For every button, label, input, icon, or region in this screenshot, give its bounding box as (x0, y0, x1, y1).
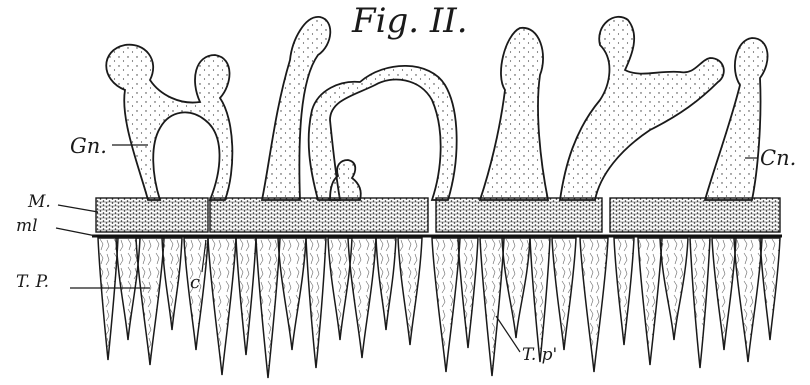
muscle-layers (96, 198, 780, 232)
tapering-process (614, 238, 634, 345)
tapering-processes (98, 238, 780, 378)
leader-ml (56, 228, 96, 236)
tapering-process (432, 238, 460, 372)
tapering-process (278, 238, 306, 350)
tapering-process (376, 238, 396, 330)
muscle-block-2 (210, 198, 428, 232)
label-c: c (190, 274, 200, 292)
tapering-process (306, 238, 326, 368)
tapering-process (256, 238, 280, 378)
muscle-block-3 (436, 198, 602, 232)
label-ml: ml (16, 218, 38, 235)
tapering-process (638, 238, 662, 365)
label-m: M. (28, 194, 51, 211)
tapering-process (660, 238, 688, 340)
tapering-process (348, 238, 376, 358)
tapering-process (458, 238, 478, 348)
column-process-2 (480, 28, 548, 200)
tapering-process (208, 238, 236, 375)
leader-m (58, 205, 98, 212)
gland-arch-center (309, 66, 457, 200)
tapering-process (480, 238, 504, 376)
tapering-process (690, 238, 710, 368)
upper-processes (106, 17, 767, 200)
tapering-process (734, 238, 762, 362)
tapering-process (580, 238, 608, 372)
tapering-process (98, 238, 118, 360)
muscle-block-1 (96, 198, 208, 232)
tapering-process (712, 238, 736, 350)
label-tp-prime: T. p' (522, 347, 557, 364)
tapering-process (552, 238, 576, 350)
branched-process (560, 17, 724, 200)
tapering-process (530, 238, 550, 362)
label-tp: T. P. (16, 274, 49, 291)
label-gn: Gn. (70, 136, 107, 157)
tapering-process (136, 238, 164, 365)
figure-title: Fig. II. (352, 4, 468, 38)
tapering-process (236, 238, 256, 355)
label-cn: Cn. (760, 148, 796, 169)
tapering-process (398, 238, 422, 345)
muscle-block-4 (610, 198, 780, 232)
tapering-process (502, 238, 530, 338)
tapering-process (162, 238, 182, 330)
gland-ring-left (106, 45, 232, 200)
tapering-process (760, 238, 780, 340)
